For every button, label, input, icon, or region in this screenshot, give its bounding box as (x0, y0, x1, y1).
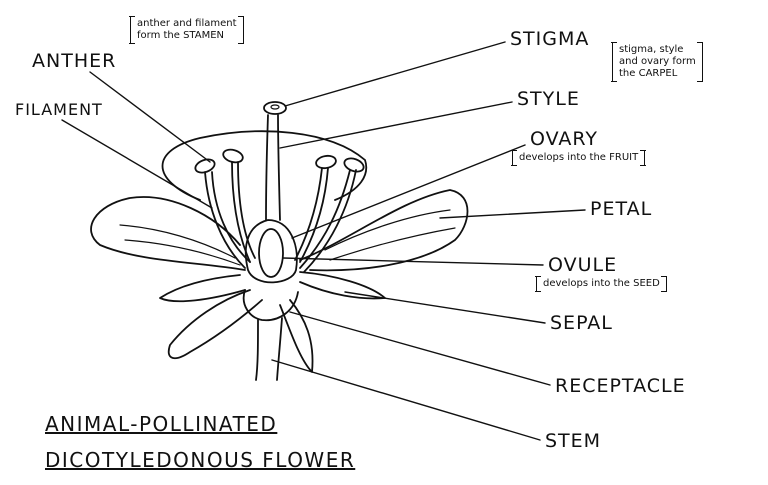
leader-filament (61, 119, 213, 209)
leader-receptacle (289, 311, 551, 386)
leader-ovary (291, 144, 526, 239)
anther-1 (194, 158, 216, 174)
lower-petal-mid (159, 274, 246, 303)
stamen-note: anther and filament form the STAMEN (129, 16, 244, 44)
stem (255, 319, 259, 381)
label-filament: FILAMENT (15, 100, 103, 119)
leader-stigma (284, 41, 506, 107)
anther-4 (343, 157, 365, 173)
diagram-title-line2: DICOTYLEDONOUS FLOWER (45, 448, 356, 472)
label-ovule: OVULE (548, 254, 618, 276)
label-receptacle: RECEPTACLE (555, 375, 686, 397)
label-style: STYLE (517, 88, 580, 110)
label-sepal: SEPAL (550, 312, 613, 334)
leader-lines (61, 41, 586, 441)
filament-3 (294, 167, 323, 261)
lower-petal-left (167, 289, 263, 360)
leader-style (279, 101, 513, 149)
left-petal (90, 196, 246, 271)
label-anther: ANTHER (32, 50, 117, 72)
anther-3 (315, 154, 337, 170)
leader-stem (271, 359, 541, 441)
receptacle (242, 289, 299, 322)
leader-anther (89, 71, 211, 163)
stigma (263, 101, 287, 115)
filament-1 (204, 171, 246, 269)
carpel-note: stigma, style and ovary form the CARPEL (611, 42, 703, 82)
lower-petal-right (299, 271, 386, 300)
ovary (244, 219, 298, 284)
leader-petal (439, 209, 586, 219)
filament-2 (231, 161, 251, 263)
anther-2 (222, 148, 244, 164)
ovule (258, 228, 284, 278)
label-stigma: STIGMA (510, 28, 590, 50)
ovary-note: develops into the FRUIT (511, 150, 647, 166)
diagram-title-line1: ANIMAL-POLLINATED (45, 412, 278, 436)
filament-4 (299, 169, 351, 269)
label-stem: STEM (545, 430, 602, 452)
back-petal (161, 130, 368, 201)
label-ovary: OVARY (530, 128, 598, 150)
sepal-right (279, 299, 314, 373)
right-petal (299, 189, 469, 272)
style (265, 114, 269, 221)
leader-ovule (282, 257, 544, 266)
leader-sepal (344, 291, 546, 324)
ovule-note: develops into the SEED (535, 276, 668, 292)
label-petal: PETAL (590, 198, 653, 220)
